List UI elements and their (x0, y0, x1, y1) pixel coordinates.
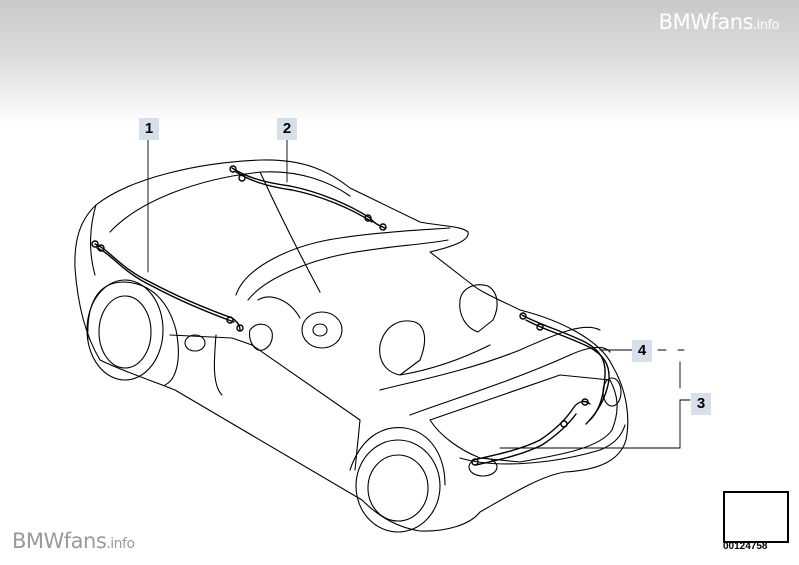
header-gradient-band (0, 0, 799, 125)
callout-1[interactable]: 1 (139, 118, 159, 140)
callout-3[interactable]: 3 (691, 393, 711, 415)
car-body-outline (74, 159, 629, 533)
watermark-site-bottom: BMWfans (12, 529, 107, 553)
watermark-bottom: BMWfans.info (12, 529, 135, 553)
watermark-top: BMWfans.info (658, 10, 780, 34)
callout-4[interactable]: 4 (632, 340, 652, 362)
wire-harness-3 (471, 398, 591, 466)
wire-harness-1 (91, 240, 244, 332)
reference-number: 00124758 (723, 541, 768, 552)
watermark-site: BMWfans (658, 10, 754, 34)
watermark-suffix-bottom: .info (106, 536, 135, 552)
leader-lines (147, 139, 691, 449)
reference-icon-box (723, 491, 789, 543)
wire-harness-2 (229, 165, 387, 231)
wire-harness-4 (519, 312, 610, 425)
watermark-suffix: .info (752, 18, 780, 33)
callout-2[interactable]: 2 (277, 118, 297, 140)
